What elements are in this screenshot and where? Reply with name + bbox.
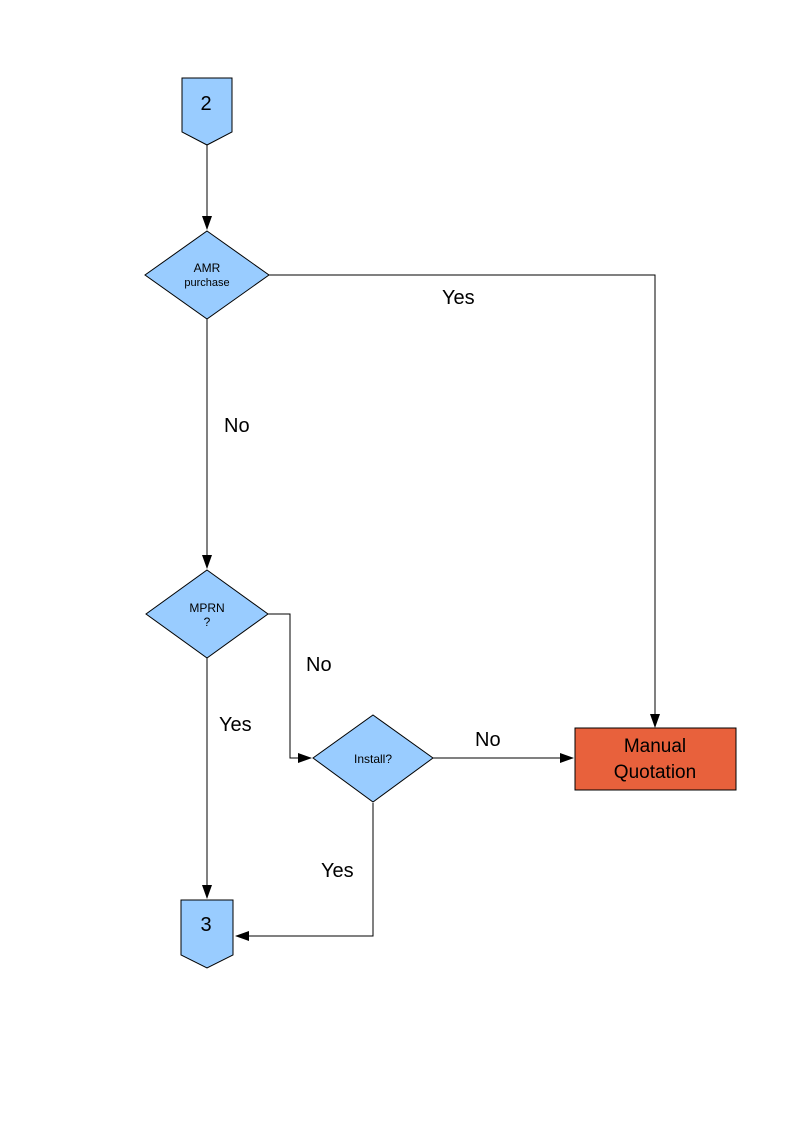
offpage-connector-3-label: 3 xyxy=(200,914,211,936)
decision-amr-purchase xyxy=(144,230,270,320)
edge-label-mprn-no: No xyxy=(306,654,332,676)
process-manual-quotation-label-line1: Manual xyxy=(624,736,686,757)
edge-label-amr-yes: Yes xyxy=(442,287,475,309)
process-manual-quotation xyxy=(574,727,737,791)
offpage-connector-3 xyxy=(180,899,234,969)
edge-install-yes-to-connector3 xyxy=(235,803,374,941)
decision-amr-label-line1: AMR xyxy=(194,261,221,275)
offpage-connector-2 xyxy=(181,77,233,146)
edge-mprn-no-to-install xyxy=(268,613,312,763)
decision-install-label: Install? xyxy=(354,752,392,766)
decision-mprn-label-line2: ? xyxy=(204,615,211,629)
decision-install xyxy=(312,714,434,803)
offpage-connector-2-label: 2 xyxy=(200,93,211,115)
edge-label-install-no: No xyxy=(475,729,501,751)
decision-mprn-label-line1: MPRN xyxy=(189,601,224,615)
decision-mprn xyxy=(145,569,269,659)
edge-label-mprn-yes: Yes xyxy=(219,714,252,736)
decision-amr-label-line2: purchase xyxy=(184,277,229,289)
edge-amr-yes-to-manual-quotation xyxy=(269,274,660,728)
edge-label-amr-no: No xyxy=(224,415,250,437)
process-manual-quotation-label-line2: Quotation xyxy=(614,762,696,783)
edge-label-install-yes: Yes xyxy=(321,860,354,882)
